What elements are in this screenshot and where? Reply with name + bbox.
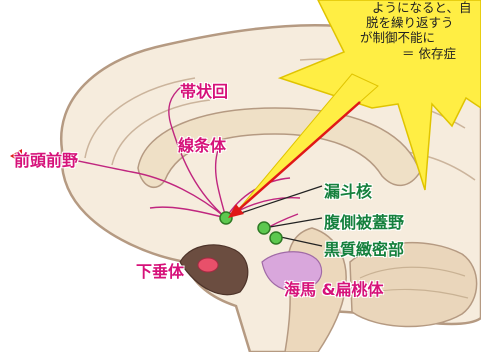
hippocampus-amygdala-label: 海馬 &扁桃体 — [284, 280, 384, 299]
callout-arrow — [235, 101, 361, 213]
leader-line — [263, 217, 323, 229]
cerebellum — [349, 241, 478, 328]
callout-text-line-3: が制御不能に — [360, 30, 436, 45]
cingulate-label: 帯状回 — [180, 82, 229, 101]
substantia-nigra-label: 黒質緻密部 — [324, 240, 405, 259]
vta-label: 腹側被蓋野 — [324, 213, 405, 232]
hippocampus-amygdala-region — [261, 251, 323, 291]
cortex-fold — [111, 99, 211, 166]
striatum-label: 線条体 — [178, 136, 227, 155]
callout-text-line-4: ＝ 依存症 — [402, 46, 456, 61]
corpus-callosum — [137, 107, 421, 189]
infundibular-nucleus-label: 漏斗核 — [324, 182, 373, 201]
prefrontal-label: 前頭前野 — [14, 151, 79, 170]
cerebellum-fold — [359, 266, 466, 279]
prefrontal-arrowhead — [10, 149, 22, 163]
pituitary-label: 下垂体 — [136, 262, 185, 281]
vta-node — [257, 221, 271, 235]
callout-arrowhead — [228, 204, 244, 218]
pituitary-gland — [197, 257, 219, 273]
cerebellum-fold — [355, 288, 469, 299]
substantia-nigra-node — [269, 231, 283, 245]
cortex-fold — [84, 77, 196, 159]
callout-text-line-1: ようになると、自 — [372, 0, 472, 15]
infundibular-nucleus-node — [219, 211, 233, 225]
callout-burst — [277, 0, 481, 191]
callout-text-line-2: 脱を繰り返すう — [366, 15, 454, 30]
leader-line — [275, 235, 323, 247]
